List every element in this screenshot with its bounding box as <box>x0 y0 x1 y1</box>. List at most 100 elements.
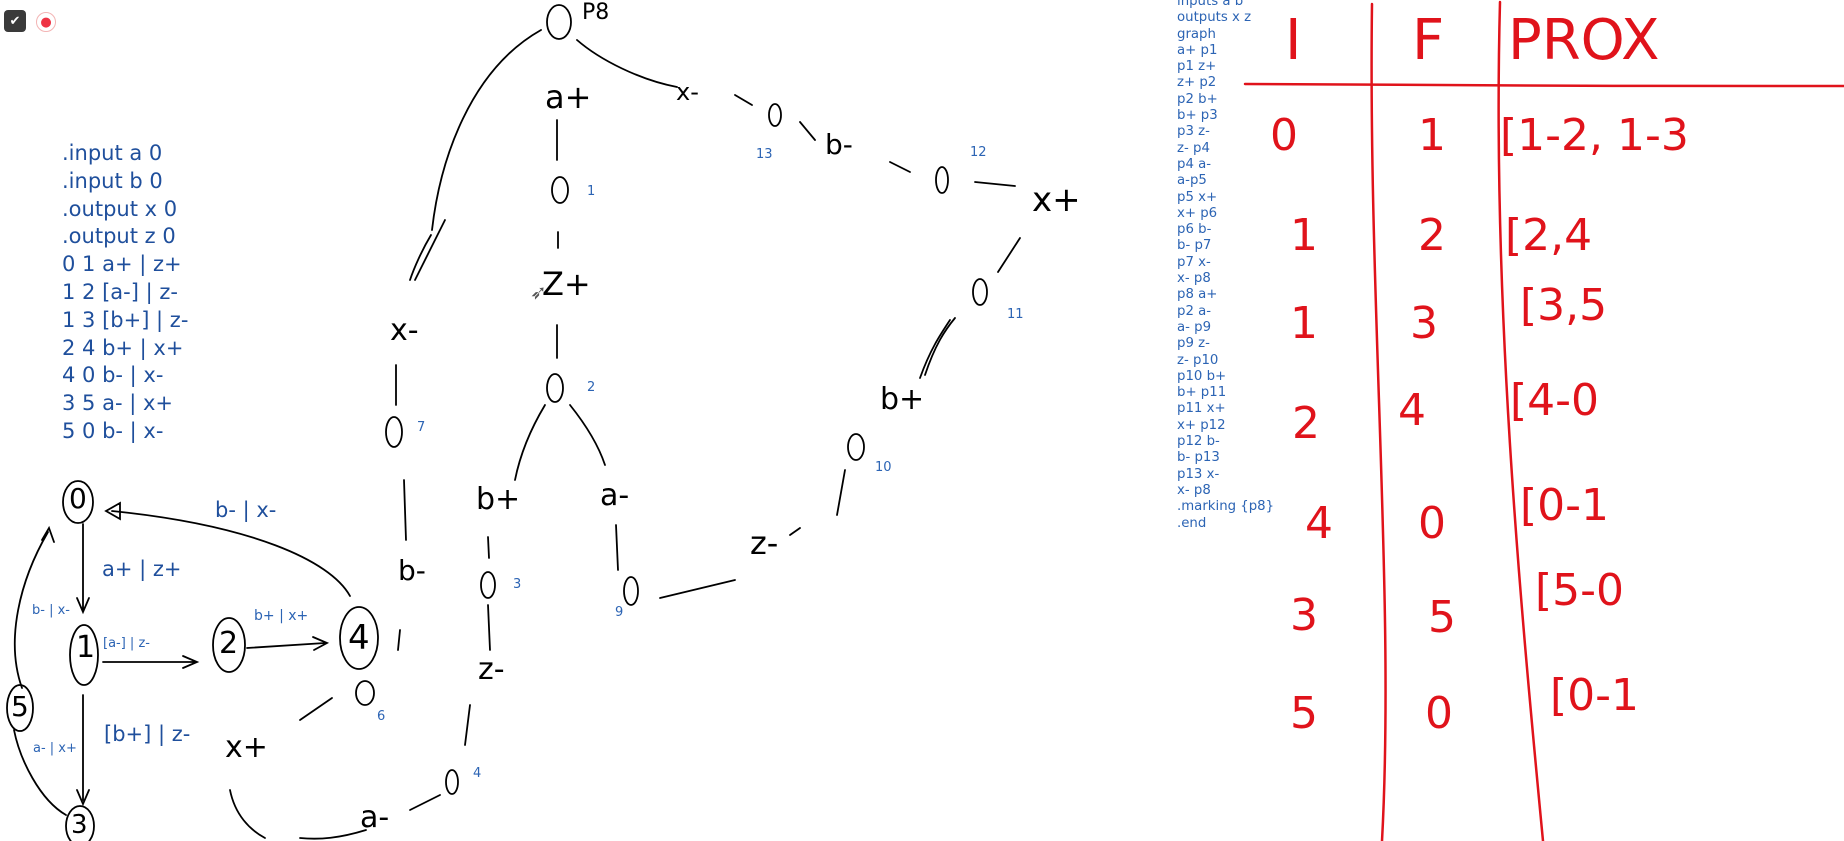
netlist-line: p13 x- <box>1177 466 1220 482</box>
fsm-state-5: 5 <box>11 690 29 723</box>
netlist-line: a- p9 <box>1177 319 1212 335</box>
fsm-state-2: 2 <box>219 626 239 661</box>
table-cell: 1 <box>1290 210 1318 261</box>
table-cell: [0-1 <box>1520 480 1610 531</box>
netlist-line: p4 a- <box>1177 156 1212 172</box>
fsm-state-2-ring <box>212 617 246 673</box>
record-icon[interactable]: ● <box>36 12 56 32</box>
place-p8 <box>546 4 572 40</box>
code-line: 3 5 a- | x+ <box>62 391 173 416</box>
edge-label-4-0: b- | x- <box>215 498 277 522</box>
netlist-line: p3 z- <box>1177 124 1210 140</box>
place-p11 <box>972 278 988 306</box>
table-cell: [2,4 <box>1505 210 1593 261</box>
netlist-line: p8 a+ <box>1177 287 1218 303</box>
code-line: .input a 0 <box>62 141 163 165</box>
netlist-line: z- p10 <box>1177 352 1219 368</box>
transition-b-plus-right: b+ <box>880 382 925 417</box>
transition-b-plus-mid: b+ <box>476 482 521 517</box>
code-line: 1 3 [b+] | z- <box>62 307 189 332</box>
netlist-line: p12 b- <box>1177 434 1220 450</box>
netlist-line: b+ p11 <box>1177 385 1227 401</box>
table-cell: 1 <box>1290 298 1318 349</box>
edge-label-1-2: [a-] | z- <box>103 636 150 651</box>
place-p9 <box>623 576 639 606</box>
toolbar-icons: ✔ ● <box>4 10 56 32</box>
place-p3 <box>480 571 496 599</box>
netlist-line: a+ p1 <box>1177 42 1218 58</box>
place-number: 1 <box>587 184 596 199</box>
netlist-line: p11 x+ <box>1177 401 1226 417</box>
place-number: 11 <box>1007 307 1024 322</box>
transition-x-minus-left: x- <box>390 313 419 348</box>
place-p7 <box>385 416 403 448</box>
transition-b-minus-left: b- <box>398 554 426 587</box>
netlist-line: graph <box>1177 26 1216 42</box>
place-p12 <box>935 166 949 194</box>
table-header-f: F <box>1412 8 1445 73</box>
fsm-state-3-ring <box>65 805 95 841</box>
table-cell: 4 <box>1305 498 1333 549</box>
netlist-line: p9 z- <box>1177 336 1210 352</box>
transition-z-plus: Z+ <box>542 265 591 303</box>
place-number: 12 <box>970 145 987 160</box>
netlist-line: z- p4 <box>1177 140 1210 156</box>
netlist-line: b- p7 <box>1177 238 1212 254</box>
table-header-i: I <box>1285 8 1302 73</box>
netlist-line: .end <box>1177 515 1207 531</box>
netlist-line: x- p8 <box>1177 271 1211 287</box>
edge-label-5-0: b- | x- <box>32 603 70 618</box>
table-cell: 0 <box>1425 688 1453 739</box>
code-line: 0 1 a+ | z+ <box>62 252 182 277</box>
netlist-line: x+ p6 <box>1177 205 1218 221</box>
transition-a-minus-low: a- <box>360 800 390 835</box>
transition-b-minus-top: b- <box>825 128 853 161</box>
fsm-state-5-ring <box>6 684 34 732</box>
table-cell: 2 <box>1292 398 1320 449</box>
place-p13 <box>768 103 782 127</box>
place-number: 7 <box>417 420 426 435</box>
place-number: 9 <box>615 605 624 620</box>
place-number: 6 <box>377 709 386 724</box>
edge-label-2-4: b+ | x+ <box>254 608 309 624</box>
petri-net-netlist: inputs a b outputs x z graph a+ p1 p1 z+… <box>1177 0 1274 532</box>
transition-x-minus-top: x- <box>676 78 699 106</box>
netlist-line: x+ p12 <box>1177 417 1226 433</box>
table-header-prox: PROX <box>1508 8 1660 73</box>
edge-label-3-5: a- | x+ <box>33 741 77 756</box>
netlist-line: p10 b+ <box>1177 368 1227 384</box>
code-line: 1 2 [a-] | z- <box>62 279 178 304</box>
place-number: 4 <box>473 766 482 781</box>
netlist-line: p6 b- <box>1177 222 1212 238</box>
table-cell: [4-0 <box>1510 375 1600 426</box>
netlist-line: b+ p3 <box>1177 108 1218 124</box>
code-line: 5 0 b- | x- <box>62 418 164 443</box>
fsm-state-4: 4 <box>348 618 370 658</box>
netlist-line: z+ p2 <box>1177 75 1217 91</box>
fsm-state-3: 3 <box>71 810 88 840</box>
table-cell: 3 <box>1410 298 1438 349</box>
place-p2 <box>546 373 564 403</box>
table-cell: 0 <box>1270 110 1298 161</box>
transition-a-plus: a+ <box>545 78 592 116</box>
netlist-line: inputs a b <box>1177 0 1244 9</box>
place-p10 <box>847 433 865 461</box>
place-number: 2 <box>587 380 596 395</box>
table-cell: [5-0 <box>1535 565 1625 616</box>
netlist-line: .marking {p8} <box>1177 499 1275 515</box>
table-cell: 1 <box>1418 110 1446 161</box>
place-number: 10 <box>875 460 892 475</box>
shield-icon[interactable]: ✔ <box>4 10 26 32</box>
transition-x-plus-low: x+ <box>225 730 268 765</box>
place-p1 <box>551 176 569 204</box>
netlist-line: b- p13 <box>1177 450 1220 466</box>
edge-label-0-1: a+ | z+ <box>102 557 182 581</box>
place-number: 13 <box>756 147 773 162</box>
fsm-state-0-ring <box>62 480 94 524</box>
transition-z-minus-low: z- <box>478 652 505 687</box>
transition-z-minus-mid: z- <box>750 524 779 562</box>
fsm-state-1: 1 <box>76 630 96 665</box>
code-line: 2 4 b+ | x+ <box>62 335 184 360</box>
